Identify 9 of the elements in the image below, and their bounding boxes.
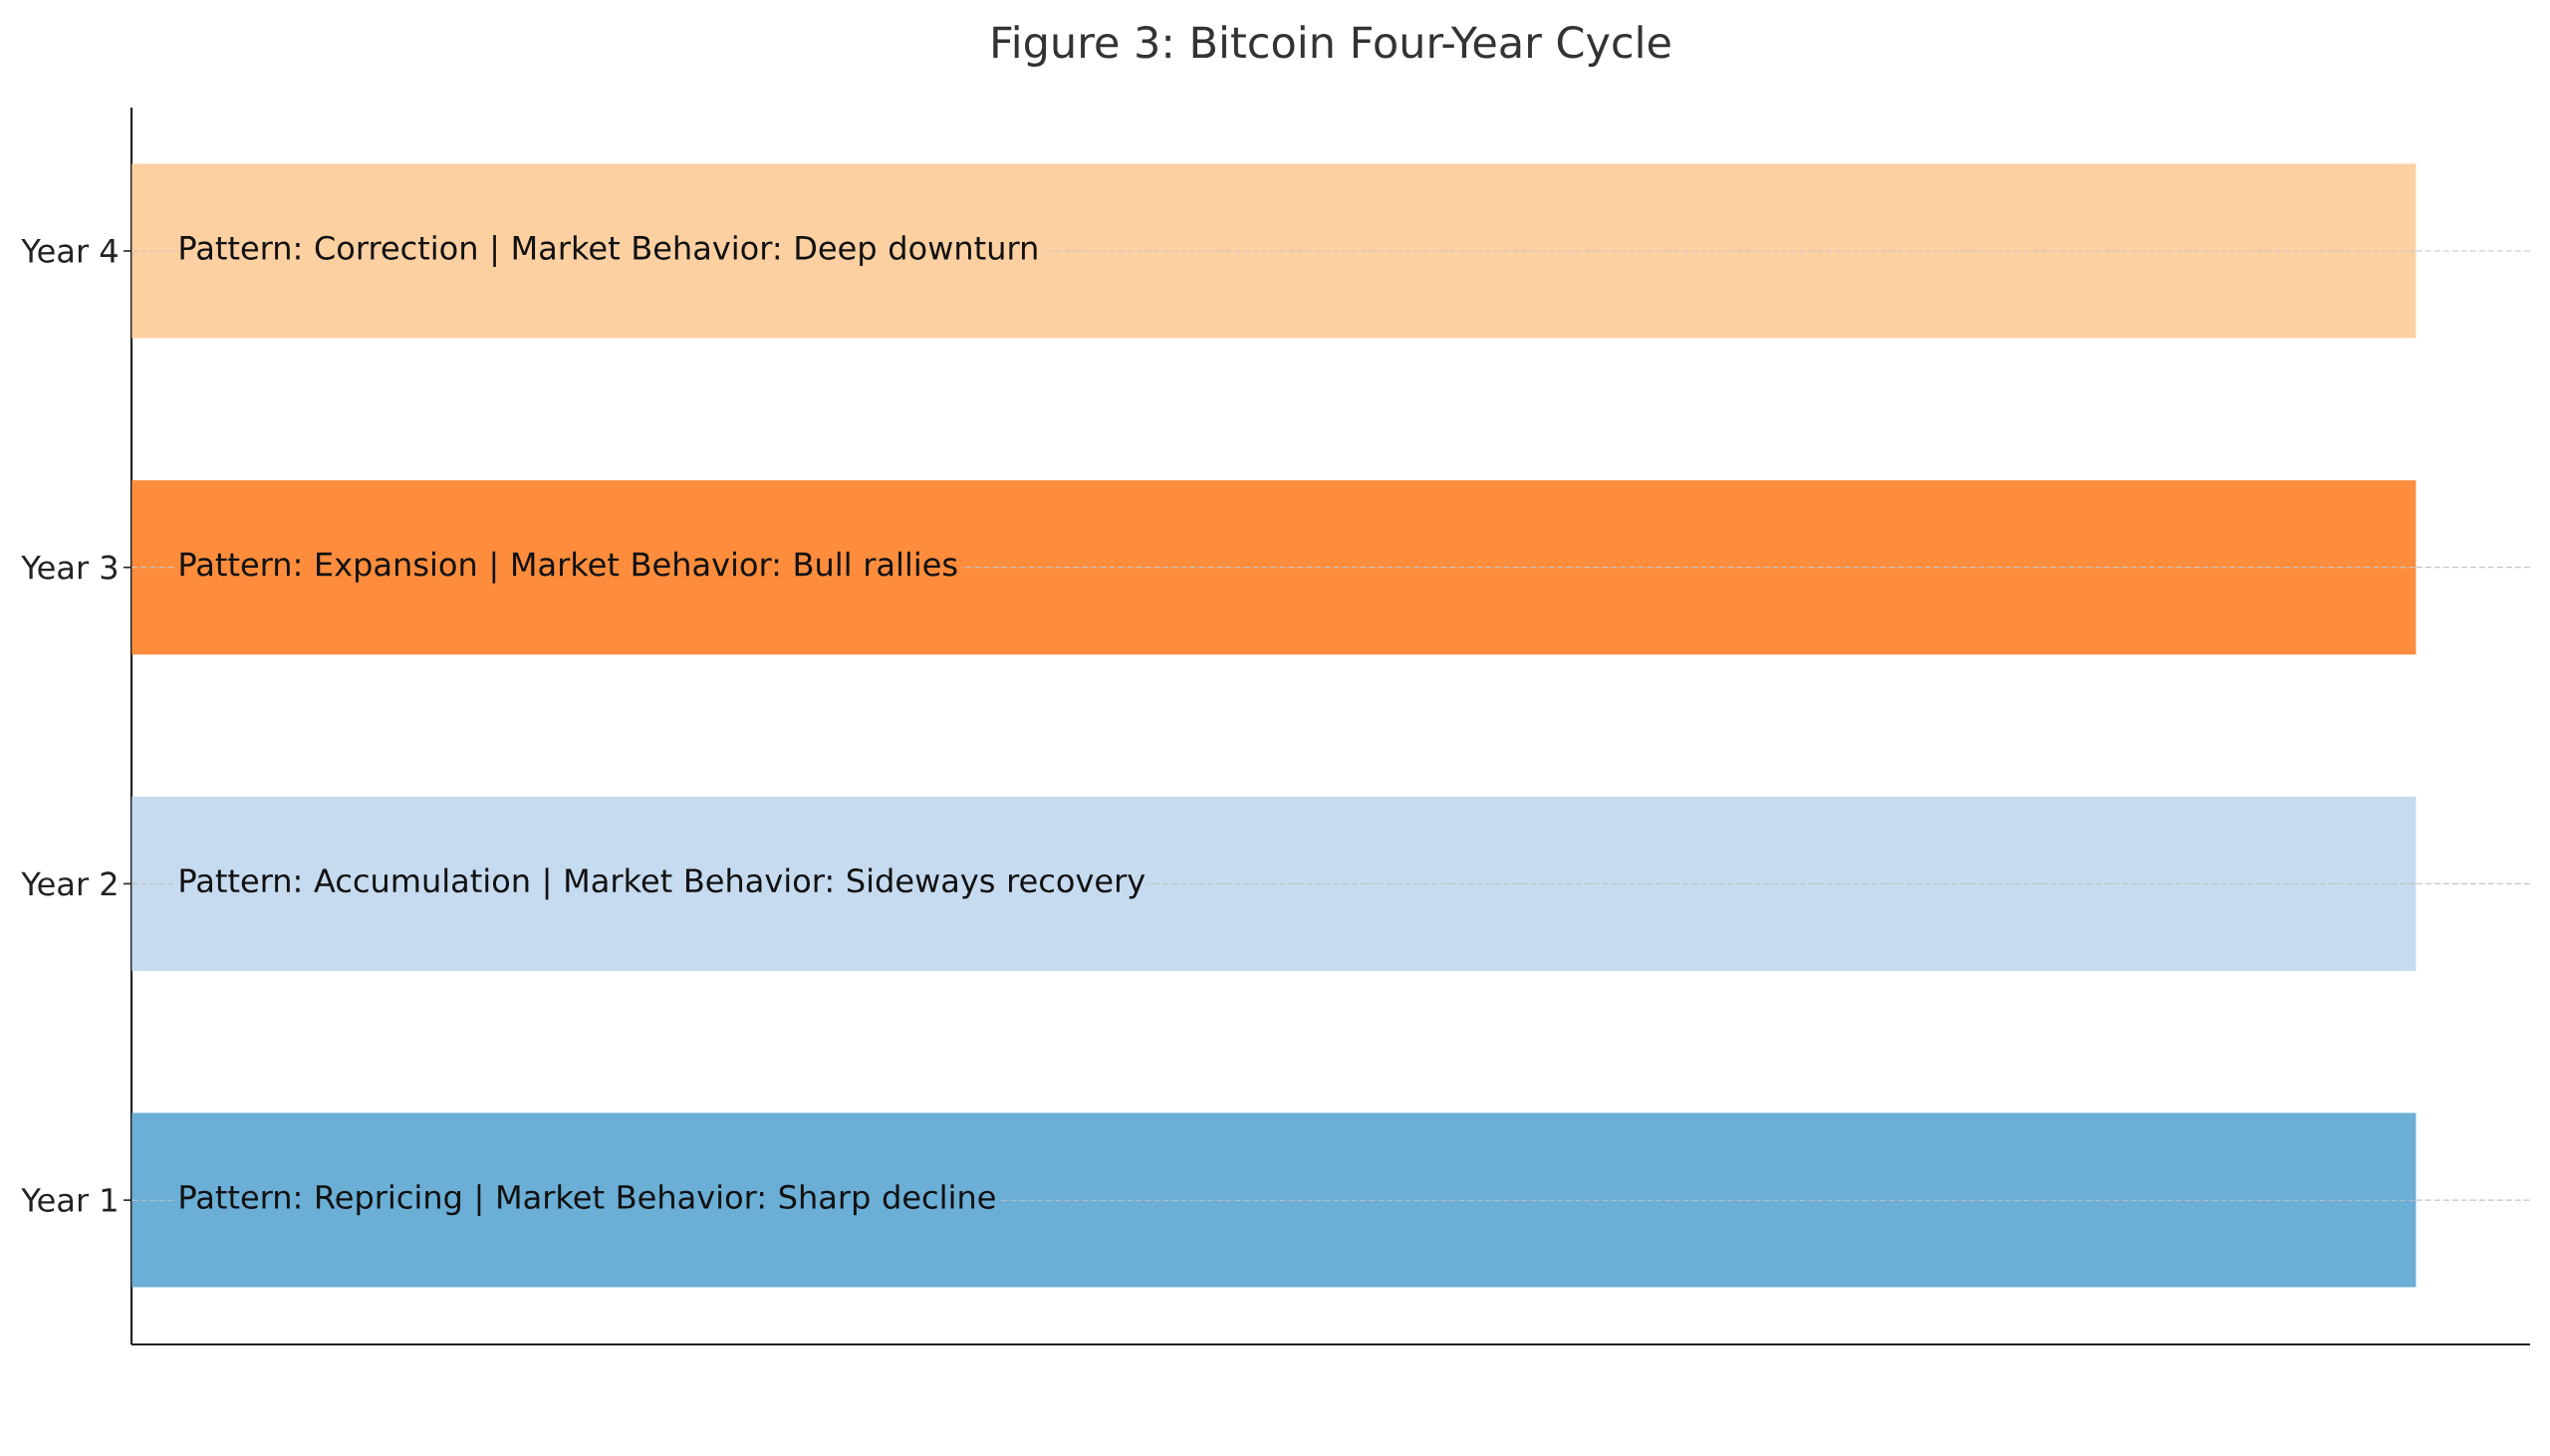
axis-label: Year 3 bbox=[21, 555, 118, 580]
axis-label: Year 4 bbox=[21, 239, 118, 263]
bar: Pattern: Accumulation | Market Behavior: Sideways recovery bbox=[131, 796, 2417, 971]
bar: Pattern: Correction | Market Behavior: Deep downturn bbox=[131, 163, 2417, 339]
title: Figure 3: Bitcoin Four-Year Cycle bbox=[993, 25, 1670, 67]
axis-label: Year 2 bbox=[21, 871, 117, 896]
bar: Pattern: Repricing | Market Behavior: Sharp decline bbox=[131, 1112, 2417, 1288]
axis-label: Year 1 bbox=[21, 1188, 117, 1212]
bar: Pattern: Expansion | Market Behavior: Bull rallies bbox=[131, 480, 2417, 655]
